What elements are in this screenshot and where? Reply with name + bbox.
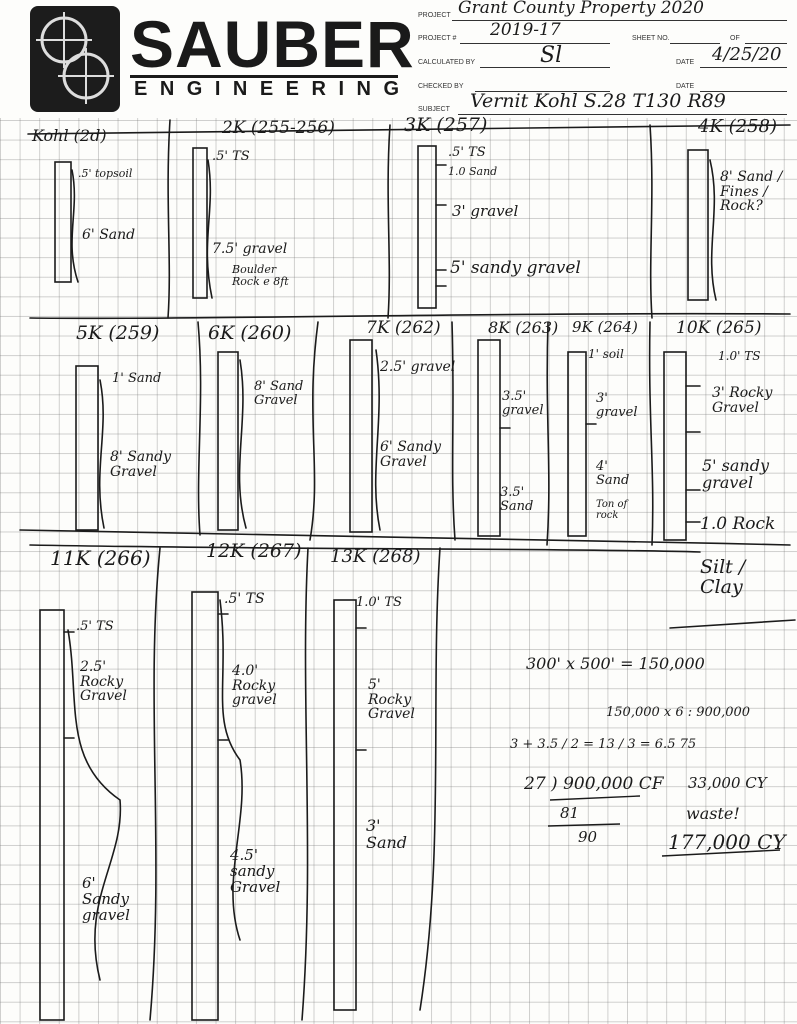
log-note: 8' Sandy Gravel [110,449,172,480]
brand-subtitle: ENGINEERING [134,78,412,100]
log-title: 7K (262) [366,318,441,338]
log-note: 1' soil [588,347,624,361]
log-note: 4.0' Rocky gravel [232,663,277,709]
log-note: 6' Sandy Gravel [380,439,442,470]
log-note: 8' Sand / Fines / Rock? [720,169,783,215]
log-title: 3K (257) [404,114,488,136]
log-note: .5' TS [448,145,486,160]
log-note: 1.0 Rock [700,514,776,534]
log-note: Boulder Rock e 8ft [232,263,289,288]
log-title: 12K (267) [206,540,302,562]
log-note: Ton of rock [596,499,628,521]
subject-label: SUBJECT [418,106,450,113]
log-note: 7.5' gravel [212,241,288,257]
company-logo-icon [30,6,120,112]
log-note: 3' gravel [596,391,638,420]
date-label: DATE [676,59,695,66]
title-block: SAUBER ENGINEERING PROJECT Grant County … [0,0,797,118]
project-label: PROJECT [418,12,451,19]
checked-by-label: CHECKED BY [418,83,464,90]
log-note: 1' Sand [112,371,162,386]
log-note: 4' Sand [596,459,630,488]
calc-remainder: 90 [578,828,598,846]
calc-volume: 150,000 x 6 : 900,000 [606,705,751,720]
log-note: .5' TS [224,591,265,607]
date-value: 4/25/20 [712,44,782,65]
log-title: 10K (265) [676,318,762,338]
brand-name: SAUBER [130,7,415,81]
log-note: 5' Rocky Gravel [368,677,415,723]
log-note: 3.5' gravel [502,389,544,418]
log-note: 3' Rocky Gravel [712,385,773,416]
checked-date-line [700,91,787,92]
sheet-number-label: SHEET NO. [632,35,670,42]
log-note: 2.5' gravel [380,359,456,375]
calc-division: 27 ) 900,000 CF [524,774,664,794]
crosshair-logo-icon [36,12,114,104]
log-note: .5' topsoil [78,167,133,180]
log-title: 6K (260) [208,322,292,344]
sheet-number-line [670,43,720,44]
log-note: 3' Sand [366,816,408,852]
calculated-by-label: CALCULATED BY [418,59,476,66]
project-value: Grant County Property 2020 [458,0,704,18]
calc-waste-note: waste! [686,804,740,823]
project-line [452,20,787,21]
brand-divider [130,75,398,78]
log-title: Kohl (2d) [32,126,107,145]
calc-cubic-yards: 33,000 CY [688,774,767,792]
log-note: 1.0' TS [718,349,761,363]
log-note: 4.5' sandy Gravel [230,846,281,896]
log-note: 8' Sand Gravel [254,379,304,408]
side-note: Silt / Clay [700,556,746,598]
log-note: 5' sandy gravel [702,456,769,492]
project-number-label: PROJECT # [418,35,457,42]
project-number-value: 2019-17 [490,20,561,40]
log-note: .5' TS [212,149,250,164]
log-note: .5' TS [76,619,114,634]
log-note: 6' Sandy gravel [82,874,130,924]
sheet-of-line [745,43,787,44]
subject-value: Vernit Kohl S.28 T130 R89 [470,90,726,112]
log-note: 1.0 Sand [448,165,498,178]
log-note: 3.5' Sand [500,485,534,514]
log-title: 8K (263) [488,318,559,337]
subject-line [458,114,787,115]
calc-total: 177,000 CY [668,830,786,854]
calculated-by-value: Sl [540,43,563,68]
checked-by-line [475,91,610,92]
log-title: 11K (266) [50,546,151,570]
calc-area: 300' x 500' = 150,000 [526,654,705,673]
log-note: 3' gravel [452,202,519,220]
log-note: 1.0' TS [356,595,402,610]
checked-date-label: DATE [676,83,695,90]
sheet-of-label: OF [730,35,740,42]
log-note: 6' Sand [82,227,136,243]
calculated-by-line [480,67,610,68]
log-note: 2.5' Rocky Gravel [80,659,127,705]
calc-subtract: 81 [560,804,580,822]
date-line [700,67,787,68]
log-title: 4K (258) [698,116,778,137]
log-note: 5' sandy gravel [450,258,581,278]
log-title: 9K (264) [572,318,638,336]
calc-average-depth: 3 + 3.5 / 2 = 13 / 3 = 6.5 75 [510,737,697,752]
log-title: 5K (259) [76,322,160,344]
log-title: 13K (268) [330,546,421,567]
project-number-line [460,43,610,44]
log-title: 2K (255-256) [222,118,335,138]
